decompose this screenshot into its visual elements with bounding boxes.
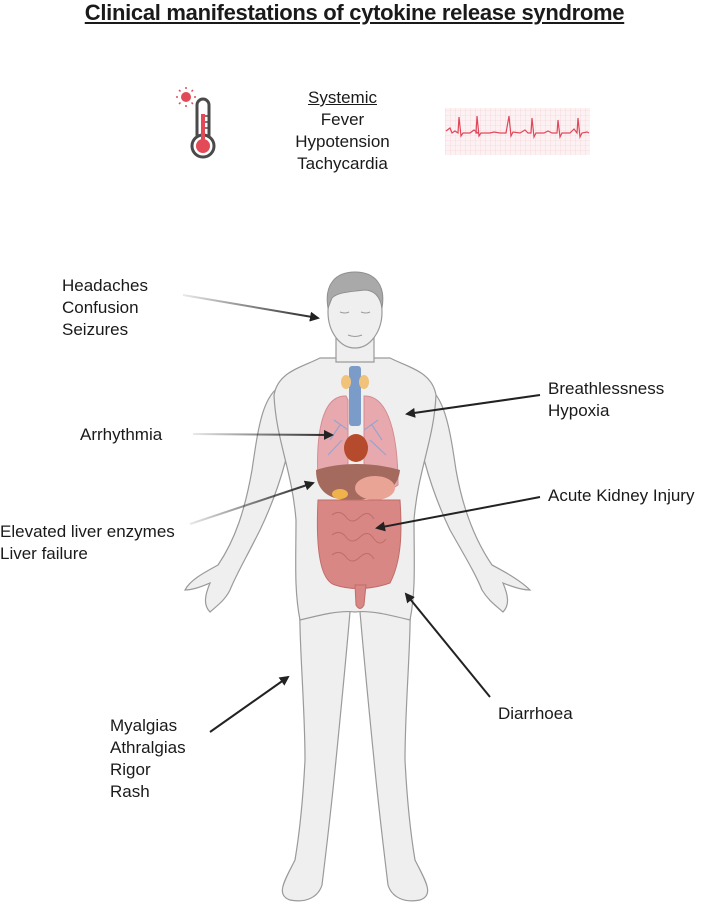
- arrow-hepatic: [189, 480, 315, 525]
- figure-title: Clinical manifestations of cytokine rele…: [84, 0, 625, 25]
- label-neuro: Headaches Confusion Seizures: [62, 276, 149, 339]
- systemic-item: Hypotension: [295, 132, 390, 151]
- ecg-trace-icon: [445, 108, 590, 155]
- label-renal: Acute Kidney Injury: [548, 486, 695, 505]
- systemic-heading: Systemic: [308, 88, 377, 107]
- arrow-gastrointestinal: [404, 592, 491, 698]
- thermometer-icon: [176, 87, 216, 159]
- arrow-respiratory: [405, 394, 541, 418]
- label-musculoskeletal: Myalgias Athralgias Rigor Rash: [110, 716, 186, 801]
- label-gastrointestinal: Diarrhoea: [498, 704, 573, 723]
- arrow-neuro: [182, 294, 320, 322]
- systemic-item: Fever: [320, 110, 365, 129]
- label-respiratory: Breathlessness Hypoxia: [548, 379, 665, 420]
- arrow-musculoskeletal: [209, 675, 290, 733]
- organs: [316, 366, 402, 609]
- arrow-cardiac: [192, 429, 334, 440]
- systemic-symptoms: Systemic Fever Hypotension Tachycardia: [270, 87, 415, 175]
- systemic-item: Tachycardia: [297, 154, 388, 173]
- arrow-renal: [375, 496, 541, 532]
- label-hepatic: Elevated liver enzymes Liver failure: [0, 522, 175, 563]
- label-cardiac: Arrhythmia: [80, 425, 163, 444]
